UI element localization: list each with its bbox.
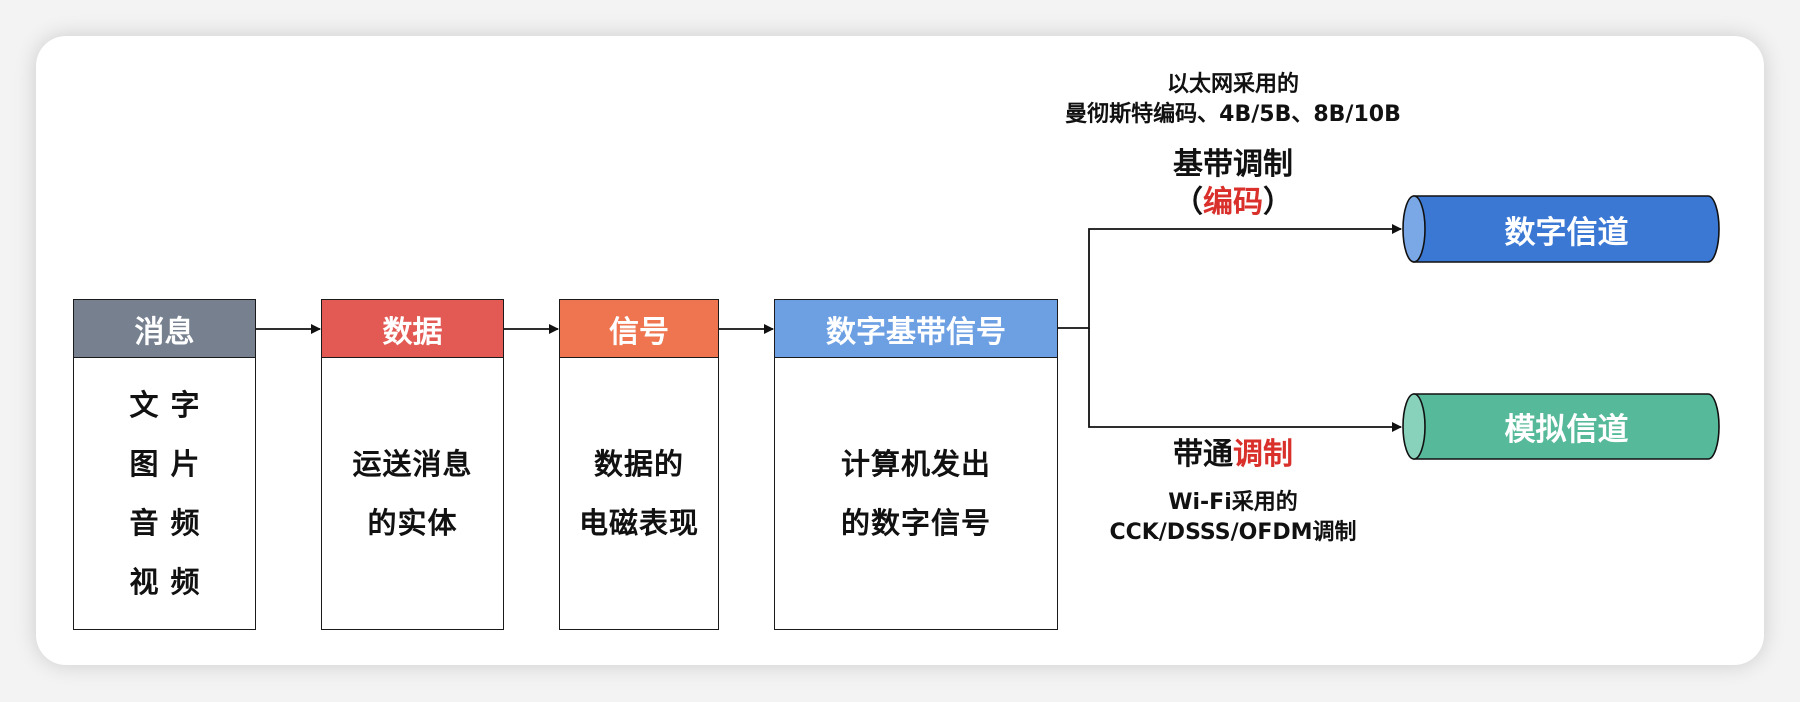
stage-title: 数据 <box>382 314 443 350</box>
analog-channel-cylinder <box>1402 393 1720 460</box>
stage-title: 信号 <box>609 314 669 350</box>
stage-line: 运送消息 <box>352 446 473 481</box>
wifi-note-line2: CCK/DSSS/OFDM调制 <box>1109 520 1357 545</box>
paren-close: ） <box>1263 185 1293 220</box>
stage-body: 文字 图片 音频 视频 <box>74 358 255 629</box>
wifi-note: Wi-Fi采用的 CCK/DSSS/OFDM调制 <box>1033 488 1433 548</box>
stage-title: 数字基带信号 <box>826 314 1006 350</box>
ethernet-note: 以太网采用的 曼彻斯特编码、4B/5B、8B/10B <box>1033 70 1433 130</box>
stage-line: 图片 <box>129 446 212 481</box>
stage-header: 数字基带信号 <box>775 300 1057 358</box>
branch-to-analog-channel <box>1088 328 1402 432</box>
paren-open: （ <box>1173 185 1203 220</box>
digital-channel-label: 数字信道 <box>1504 214 1629 251</box>
ethernet-note-line1: 以太网采用的 <box>1166 72 1299 97</box>
stage-line: 的数字信号 <box>840 505 991 540</box>
wifi-note-line1: Wi-Fi采用的 <box>1168 490 1298 515</box>
stage-line: 视频 <box>129 564 212 599</box>
stage-data: 数据 运送消息 的实体 <box>321 299 504 630</box>
encoding-highlight: 编码 <box>1203 185 1263 220</box>
stage-body: 数据的 电磁表现 <box>560 358 718 629</box>
bandpass-plain: 带通 <box>1173 437 1233 472</box>
stage-line: 电磁表现 <box>578 505 699 540</box>
stage-line: 音频 <box>129 505 212 540</box>
stage-header: 数据 <box>322 300 503 358</box>
stage-header: 消息 <box>74 300 255 358</box>
stage-signal: 信号 数据的 电磁表现 <box>559 299 719 630</box>
baseband-modulation-title: 基带调制 <box>1173 147 1293 182</box>
bandpass-modulation-label: 带通调制 <box>1033 436 1433 474</box>
stage-header: 信号 <box>560 300 718 358</box>
stage-body: 计算机发出 的数字信号 <box>775 358 1057 629</box>
digital-channel-cylinder <box>1402 195 1720 263</box>
ethernet-note-line2: 曼彻斯特编码、4B/5B、8B/10B <box>1065 102 1401 127</box>
stage-line: 文字 <box>129 387 212 422</box>
stage-digital-baseband-signal: 数字基带信号 计算机发出 的数字信号 <box>774 299 1058 630</box>
stage-line: 计算机发出 <box>840 446 991 481</box>
branch-to-digital-channel <box>1057 224 1402 329</box>
bandpass-highlight: 调制 <box>1233 437 1293 472</box>
stage-line: 的实体 <box>367 505 458 540</box>
encoding-paren: （编码） <box>1033 184 1433 222</box>
stage-body: 运送消息 的实体 <box>322 358 503 629</box>
stage-line: 数据的 <box>593 446 684 481</box>
stage-title: 消息 <box>134 314 195 350</box>
analog-channel-label: 模拟信道 <box>1504 412 1629 448</box>
stage-message: 消息 文字 图片 音频 视频 <box>73 299 256 630</box>
baseband-modulation-label: 基带调制 （编码） <box>1033 146 1433 222</box>
